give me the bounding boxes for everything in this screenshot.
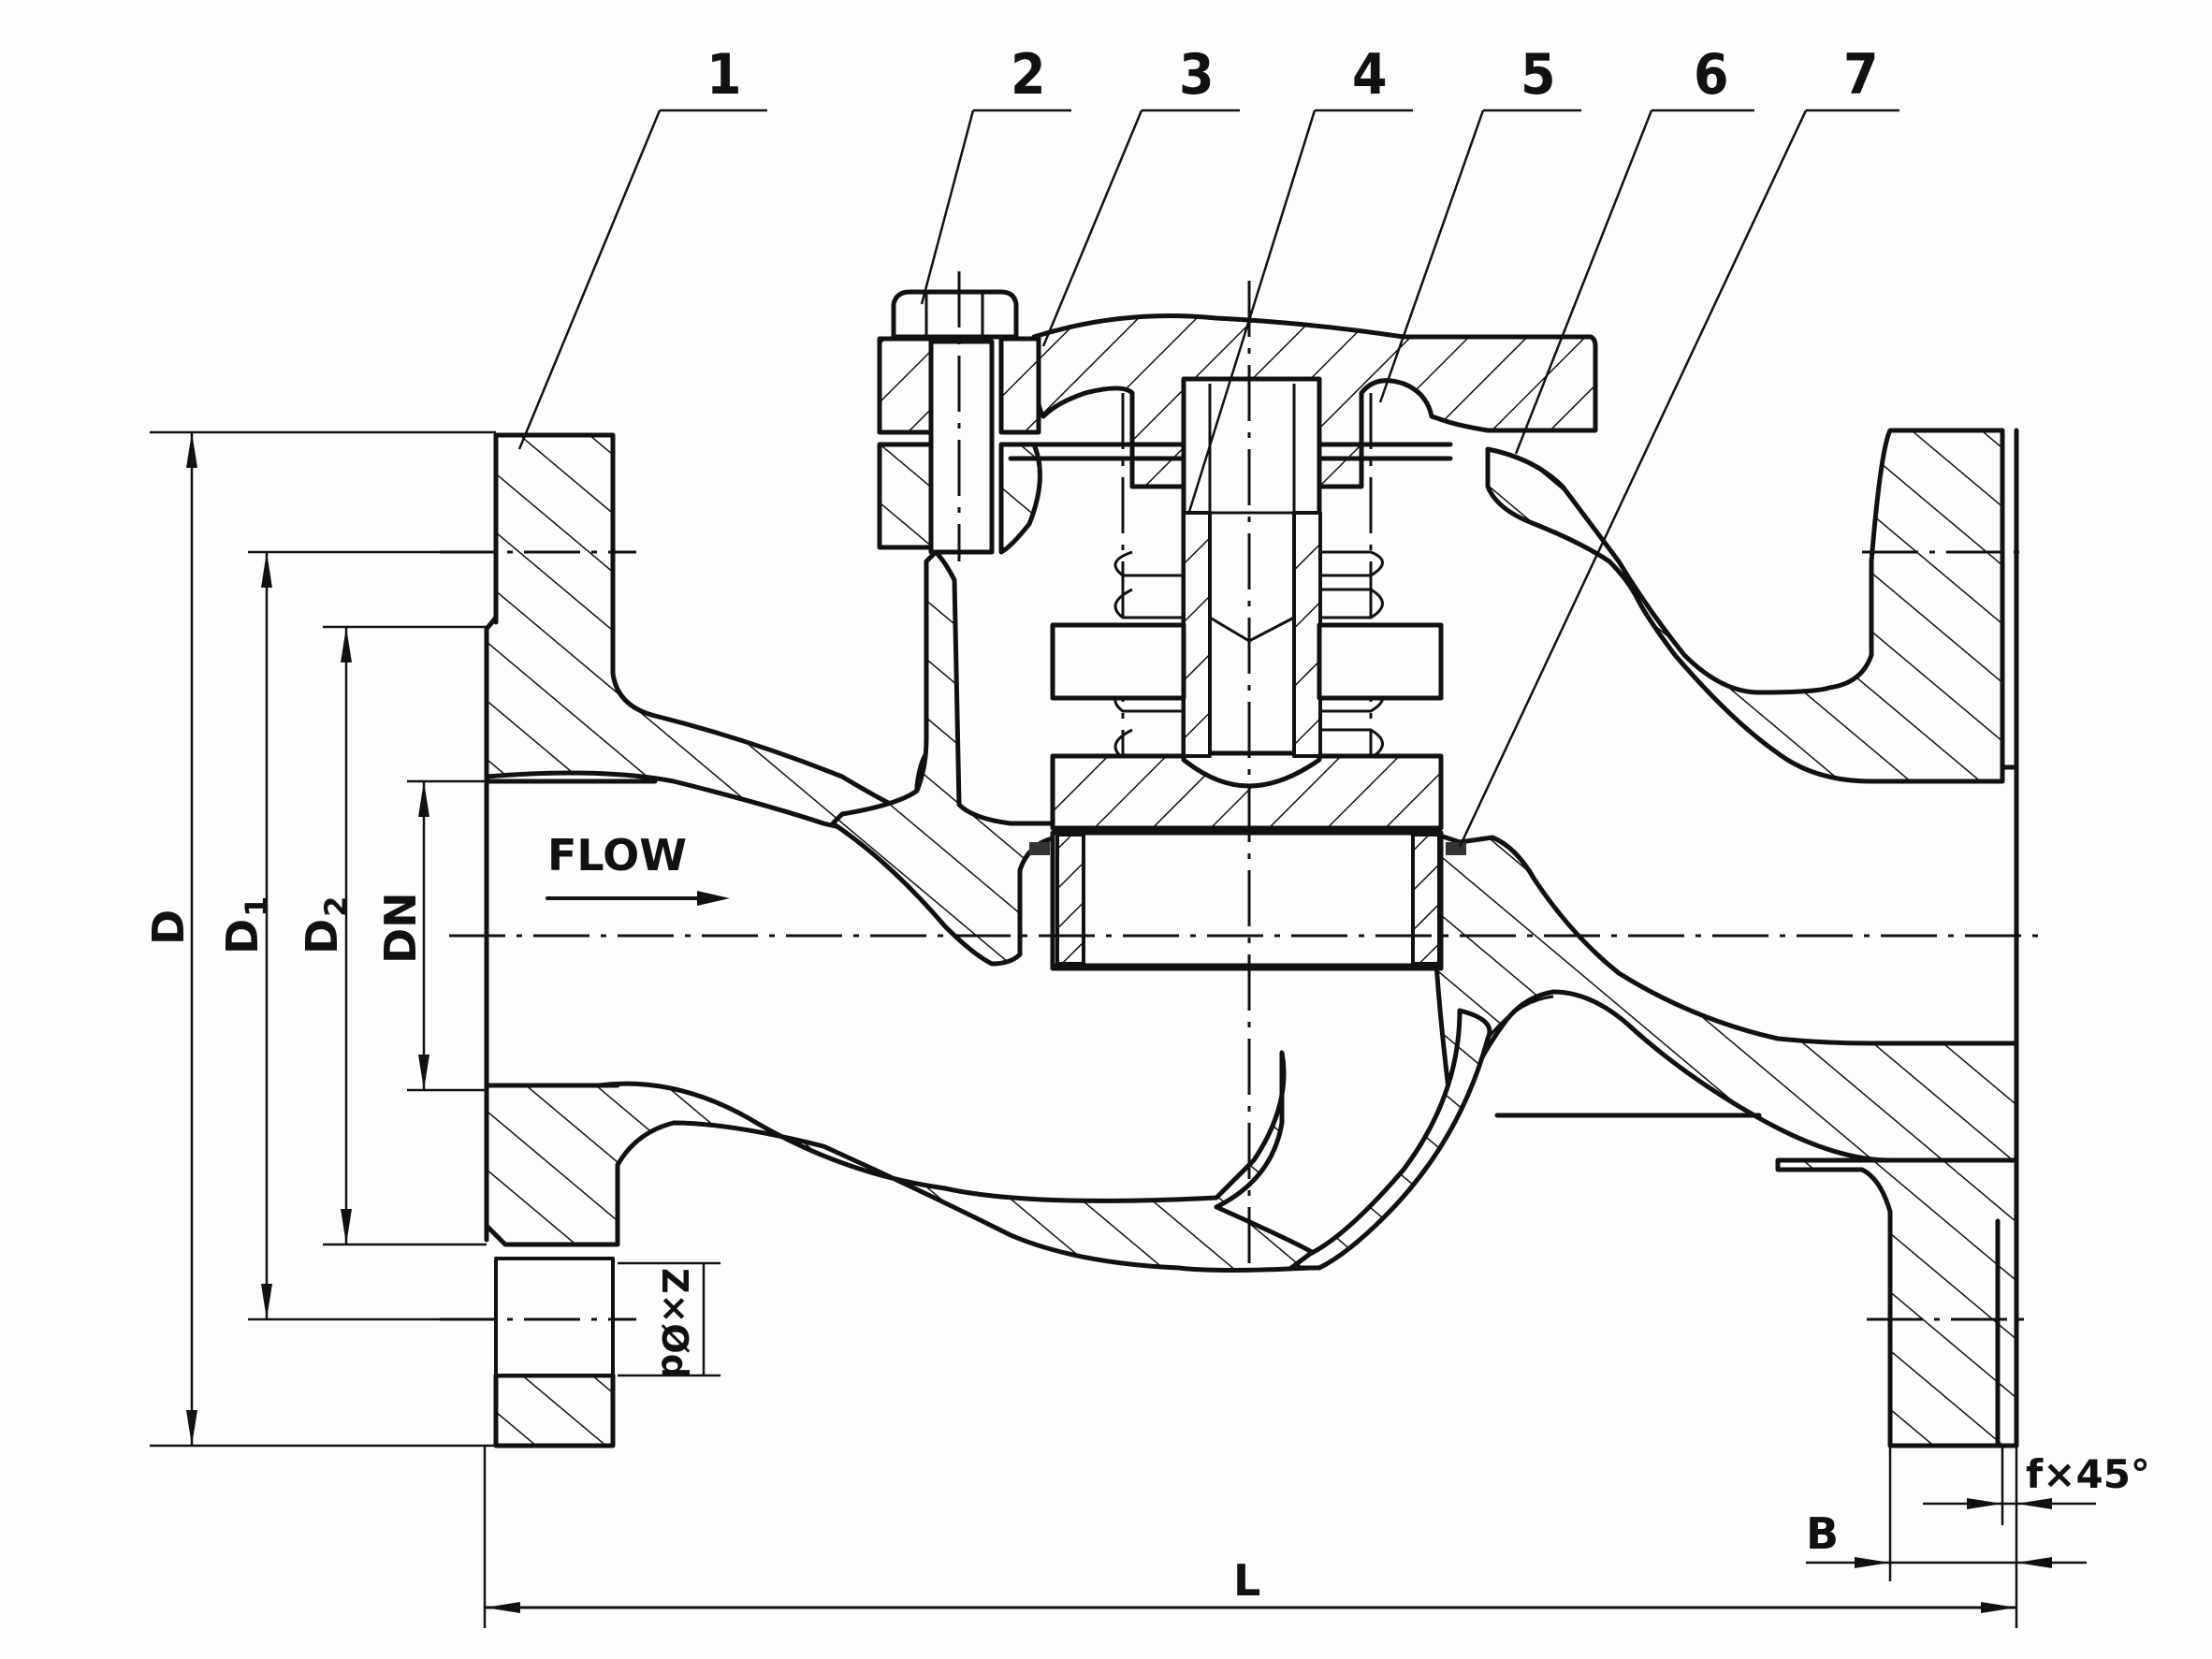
dim-DN-label: DN bbox=[375, 892, 426, 964]
dim-bolt-holes-label: Z×Ød bbox=[654, 1268, 695, 1379]
flow-indicator: FLOW bbox=[546, 830, 730, 906]
dim-D-label: D bbox=[143, 910, 194, 945]
bolt-hole-dimension: Z×Ød bbox=[618, 1261, 720, 1379]
stem-guide bbox=[1181, 376, 1322, 758]
callout-4: 4 bbox=[1352, 42, 1388, 108]
dim-chamfer-label: f×45° bbox=[2026, 1451, 2150, 1497]
callout-1: 1 bbox=[706, 42, 742, 108]
dim-D1-label: D1 bbox=[217, 896, 274, 954]
disc bbox=[1050, 753, 1444, 831]
seat-ring bbox=[1029, 830, 1466, 971]
callouts: 1 2 3 4 5 6 7 bbox=[517, 42, 1899, 848]
flow-arrow-icon bbox=[697, 891, 730, 906]
callout-3: 3 bbox=[1179, 42, 1215, 108]
retainer-plate bbox=[1050, 622, 1444, 701]
bolt bbox=[891, 271, 1019, 561]
dim-B-label: B bbox=[1806, 1508, 1839, 1559]
callout-5: 5 bbox=[1521, 42, 1556, 108]
left-dimensions: D D1 D2 DN bbox=[143, 430, 496, 1448]
dim-D2-label: D2 bbox=[297, 896, 354, 954]
bottom-dimensions: L B f×45° bbox=[483, 1446, 2150, 1628]
left-flange bbox=[484, 432, 1317, 1448]
callout-2: 2 bbox=[1011, 42, 1046, 108]
callout-7: 7 bbox=[1843, 42, 1879, 108]
flow-label: FLOW bbox=[547, 830, 687, 880]
callout-6: 6 bbox=[1694, 42, 1729, 108]
dim-L-label: L bbox=[1233, 1555, 1260, 1606]
body-shell bbox=[830, 428, 2019, 1448]
